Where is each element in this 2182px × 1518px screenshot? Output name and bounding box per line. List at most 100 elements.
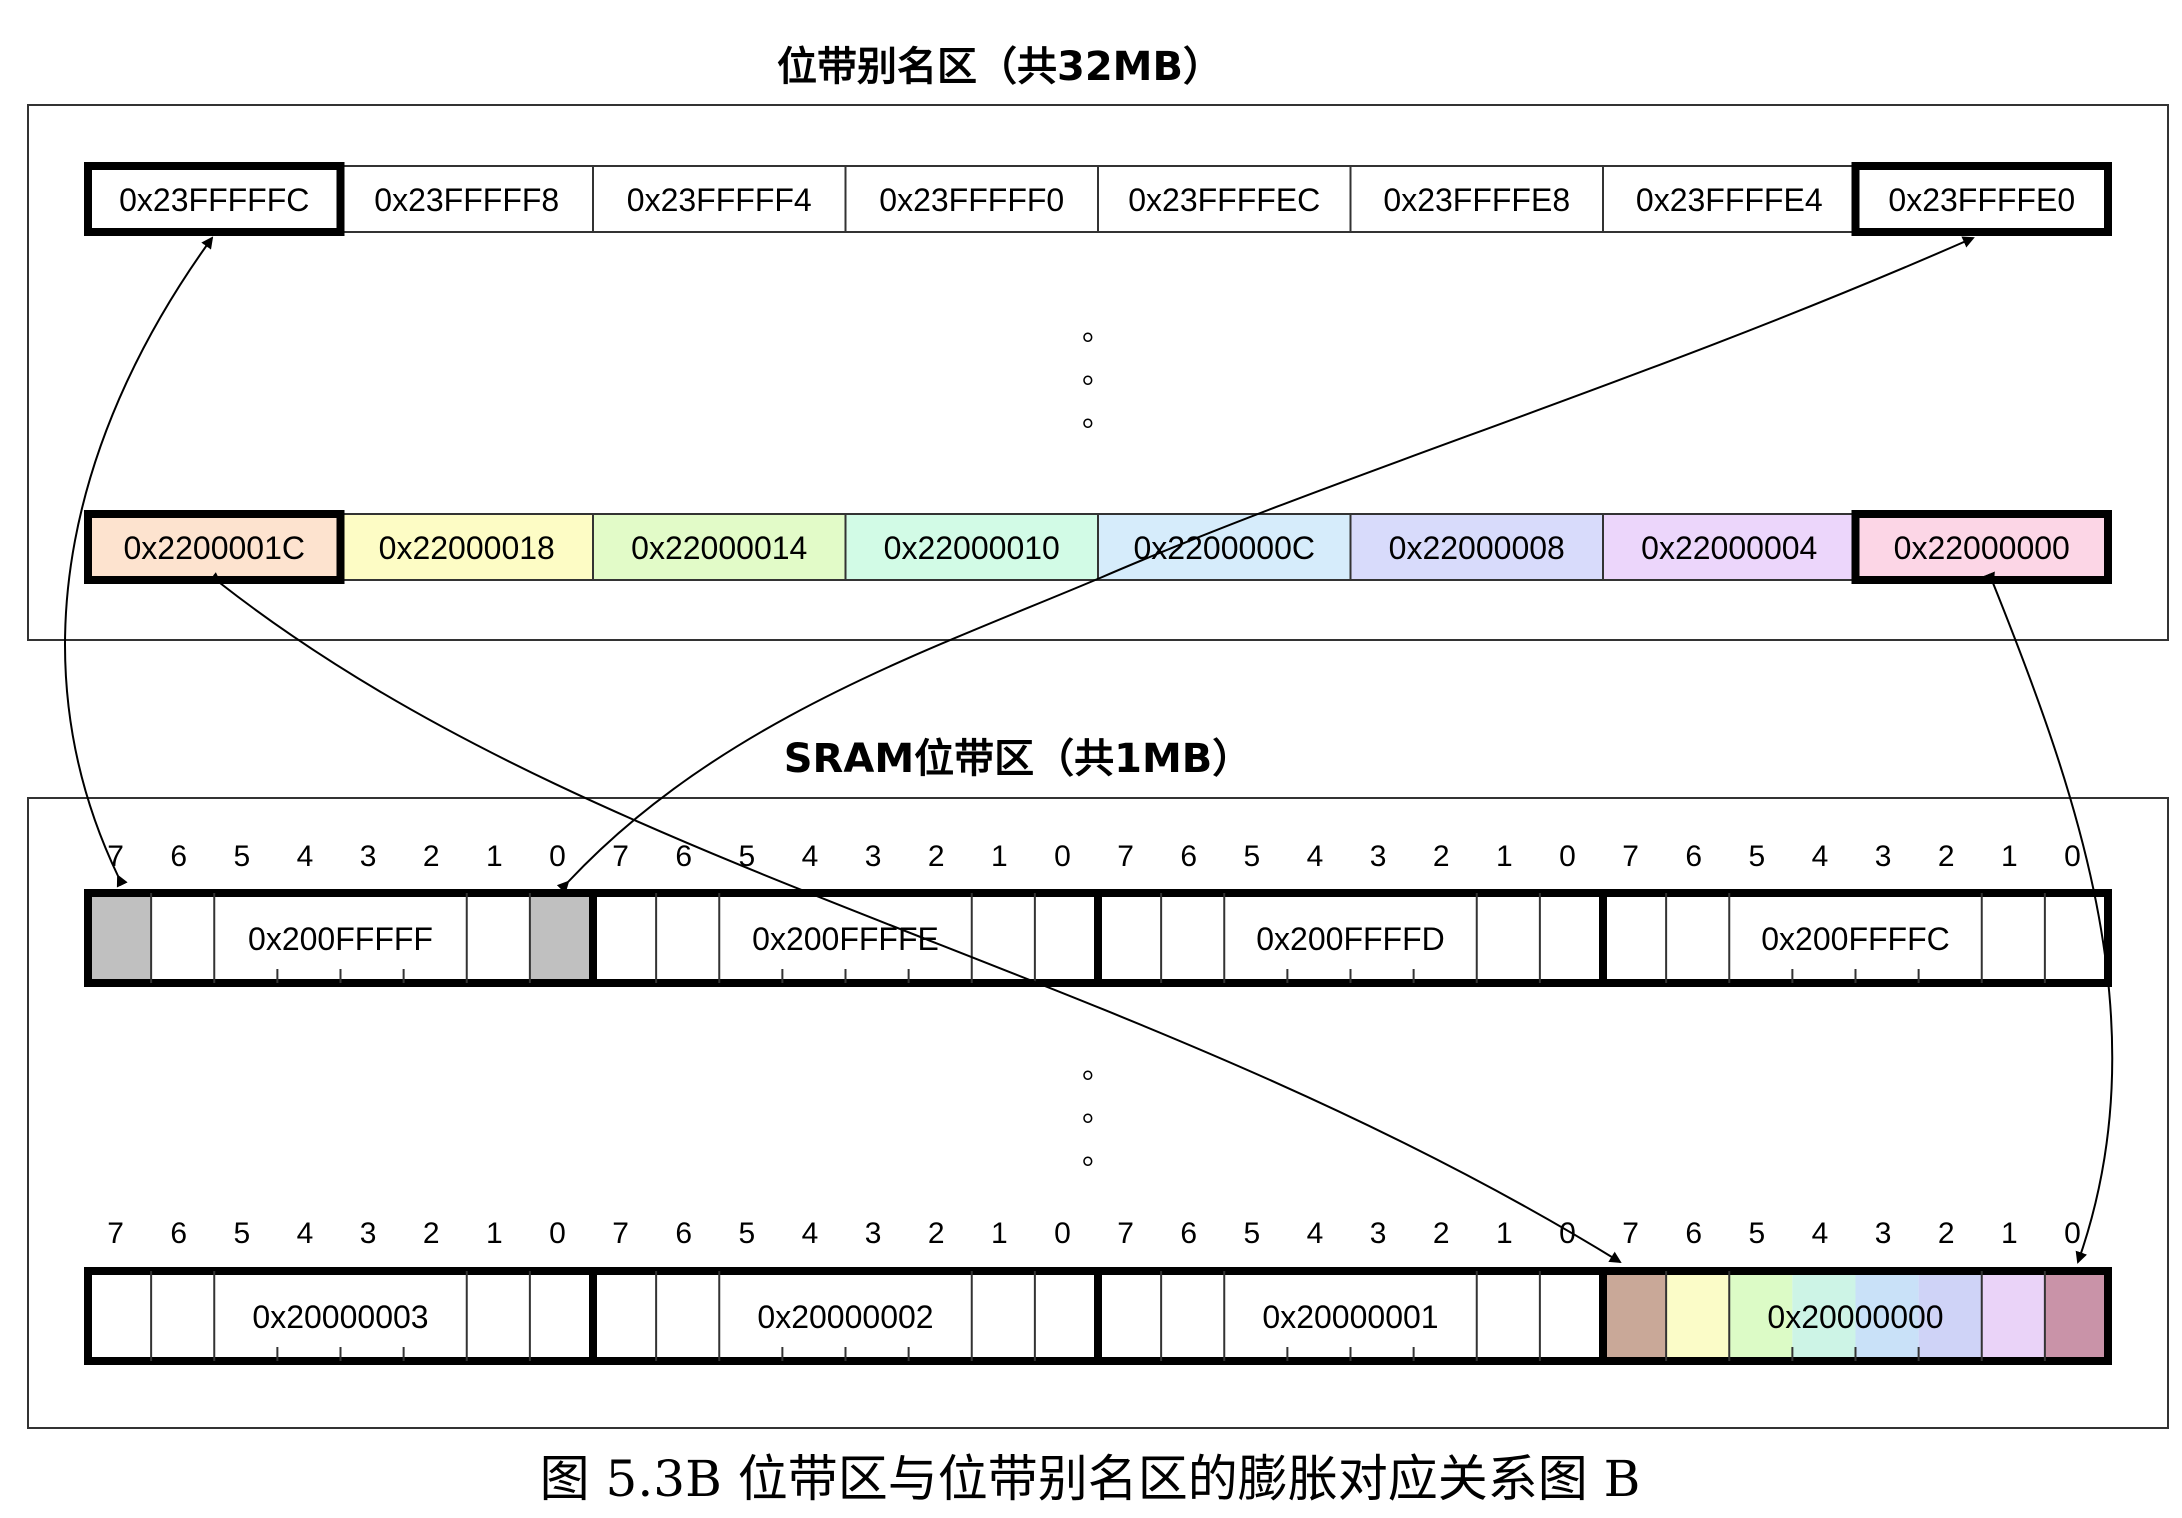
- bit-number-label: 1: [1496, 1217, 1513, 1250]
- bit-number-label: 0: [2064, 1217, 2081, 1250]
- bit-number-label: 4: [1307, 1217, 1324, 1250]
- alias-bottom-label: 0x22000014: [631, 530, 807, 566]
- alias-bottom-label: 0x22000018: [379, 530, 555, 566]
- sram-bottom-bit-fill: [1603, 1271, 1667, 1361]
- sram-top-bit-fill: [88, 893, 152, 983]
- bit-number-label: 0: [2064, 840, 2081, 873]
- sram-top-bit-fill: [529, 893, 593, 983]
- mapping-arrows: [64, 236, 2114, 1264]
- arrow-0x22000000-to-bit0: [1983, 571, 2114, 1264]
- bit-number-label: 7: [612, 1217, 629, 1250]
- alias-bottom-label: 0x2200001C: [124, 530, 305, 566]
- bit-number-label: 7: [1622, 840, 1639, 873]
- alias-ellipsis-dot-2: 。: [1082, 356, 1112, 391]
- alias-bottom-label: 0x22000000: [1894, 530, 2070, 566]
- bit-number-label: 3: [1370, 1217, 1387, 1250]
- bit-number-label: 0: [549, 1217, 566, 1250]
- bit-number-label: 6: [170, 840, 187, 873]
- byte-address-label: 0x20000002: [757, 1299, 933, 1335]
- bit-number-label: 1: [991, 1217, 1008, 1250]
- alias-top-highlight-box: [84, 162, 345, 236]
- bit-number-label: 5: [1243, 840, 1260, 873]
- alias-top-cell: [1602, 165, 1857, 233]
- bit-number-label: 2: [1433, 840, 1450, 873]
- bit-number-label: 5: [233, 1217, 250, 1250]
- bit-number-label: 4: [802, 840, 819, 873]
- alias-top-label: 0x23FFFFF8: [374, 182, 559, 218]
- alias-top-cell: [339, 165, 594, 233]
- bit-number-label: 5: [738, 1217, 755, 1250]
- bit-number-label: 7: [107, 1217, 124, 1250]
- bit-number-label: 6: [1685, 840, 1702, 873]
- byte-address-label: 0x200FFFFE: [752, 921, 939, 957]
- bit-number-label: 2: [928, 1217, 945, 1250]
- alias-top-cell: [1349, 165, 1604, 233]
- bit-number-label: 7: [612, 840, 629, 873]
- alias-region-title: 位带别名区（共32MB）: [777, 44, 1223, 90]
- sram-ellipsis-dot-2: 。: [1082, 1094, 1112, 1129]
- sram-ellipsis: 。 。 。: [1082, 1051, 1112, 1172]
- bit-number-label: 3: [1370, 840, 1387, 873]
- bit-number-label: 5: [1748, 840, 1765, 873]
- bit-number-label: 4: [1812, 840, 1829, 873]
- alias-bottom-label: 0x22000008: [1389, 530, 1565, 566]
- bit-number-label: 4: [1307, 840, 1324, 873]
- bit-number-label: 3: [360, 1217, 377, 1250]
- bit-number-label: 4: [1812, 1217, 1829, 1250]
- alias-top-highlight-box: [1851, 162, 2112, 236]
- alias-ellipsis: 。 。 。: [1082, 313, 1112, 434]
- bit-number-label: 1: [2001, 840, 2018, 873]
- bit-number-label: 6: [675, 1217, 692, 1250]
- bit-number-label: 0: [549, 840, 566, 873]
- alias-top-label: 0x23FFFFE8: [1383, 182, 1570, 218]
- alias-ellipsis-dot-3: 。: [1082, 399, 1112, 434]
- figure-caption: 图 5.3B 位带区与位带别名区的膨胀对应关系图 B: [540, 1450, 1641, 1508]
- sram-region-title: SRAM位带区（共1MB）: [784, 736, 1253, 782]
- arrow-0x2200001C-to-bit7: [208, 572, 1622, 1264]
- sram-bottom-bit-fill: [1792, 1271, 1856, 1361]
- bit-number-label: 1: [2001, 1217, 2018, 1250]
- sram-ellipsis-dot-1: 。: [1082, 1051, 1112, 1086]
- byte-address-label: 0x20000003: [252, 1299, 428, 1335]
- alias-bottom-label: 0x22000004: [1641, 530, 1817, 566]
- byte-address-label: 0x200FFFFD: [1256, 921, 1444, 957]
- bit-number-label: 2: [928, 840, 945, 873]
- byte-address-label: 0x20000000: [1767, 1299, 1943, 1335]
- byte-address-label: 0x200FFFFC: [1761, 921, 1949, 957]
- sram-bottom-bit-fill: [2044, 1271, 2108, 1361]
- bit-number-label: 3: [865, 840, 882, 873]
- bit-number-label: 1: [486, 840, 503, 873]
- bit-number-label: 2: [423, 1217, 440, 1250]
- alias-top-label: 0x23FFFFE4: [1636, 182, 1823, 218]
- bit-number-label: 2: [423, 840, 440, 873]
- bit-number-label: 5: [1243, 1217, 1260, 1250]
- bit-number-label: 0: [1054, 1217, 1071, 1250]
- bit-number-label: 2: [1938, 1217, 1955, 1250]
- bit-number-label: 2: [1938, 840, 1955, 873]
- bit-number-label: 3: [1875, 1217, 1892, 1250]
- alias-bottom-cell: [339, 513, 594, 581]
- alias-top-label: 0x23FFFFEC: [1128, 182, 1320, 218]
- bit-number-label: 6: [170, 1217, 187, 1250]
- alias-bottom-label: 0x2200000C: [1134, 530, 1315, 566]
- bit-number-label: 2: [1433, 1217, 1450, 1250]
- bit-number-label: 6: [1180, 1217, 1197, 1250]
- sram-bottom-bit-fill: [1666, 1271, 1730, 1361]
- sram-bottom-bit-fill: [1981, 1271, 2045, 1361]
- bit-number-label: 1: [1496, 840, 1513, 873]
- bit-number-label: 1: [991, 840, 1008, 873]
- bit-number-label: 5: [233, 840, 250, 873]
- byte-address-label: 0x200FFFFF: [248, 921, 433, 957]
- alias-top-label: 0x23FFFFF4: [627, 182, 812, 218]
- bit-number-label: 3: [865, 1217, 882, 1250]
- sram-bottom-bit-fill: [1855, 1271, 1919, 1361]
- arrow-bit7-to-0x23FFFFFC: [64, 236, 214, 888]
- bit-number-label: 7: [1622, 1217, 1639, 1250]
- bit-number-label: 3: [1875, 840, 1892, 873]
- bit-number-label: 7: [1117, 840, 1134, 873]
